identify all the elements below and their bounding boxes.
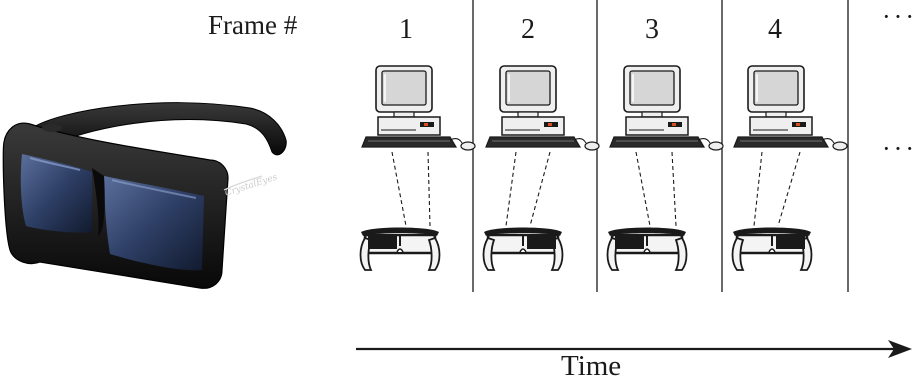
sightline	[428, 152, 430, 226]
sightline	[636, 152, 650, 226]
closed-lens	[368, 236, 397, 249]
closed-lens	[615, 236, 644, 249]
sightline	[392, 152, 406, 226]
frame-number-1: 1	[399, 16, 413, 44]
closed-lens	[776, 236, 805, 249]
frame-number-3: 3	[645, 16, 659, 44]
computer-icon	[734, 66, 847, 150]
time-arrow	[356, 340, 912, 358]
computer-icon	[486, 66, 599, 150]
sightline	[754, 152, 762, 226]
frame-number-2: 2	[521, 16, 535, 44]
frame-1-illustration	[361, 66, 476, 270]
sightline	[672, 152, 676, 226]
closed-lens	[527, 236, 556, 249]
shutter-glasses-photo: CrystalEyes	[3, 103, 286, 289]
time-axis-label: Time	[561, 352, 621, 381]
frame-4-illustration	[733, 66, 848, 270]
computer-icon	[362, 66, 475, 150]
frame-3-illustration	[608, 66, 724, 270]
sightline	[778, 152, 800, 226]
svg-text:CrystalEyes: CrystalEyes	[224, 172, 279, 198]
frame-number-header: Frame #	[208, 12, 297, 39]
continuation-ellipsis-top: ···	[882, 4, 913, 30]
computer-icon	[610, 66, 723, 150]
continuation-ellipsis-middle: ···	[882, 136, 913, 162]
frame-2-illustration	[484, 66, 600, 270]
sightline	[506, 152, 516, 226]
sightline	[530, 152, 550, 226]
frame-number-4: 4	[768, 16, 782, 44]
